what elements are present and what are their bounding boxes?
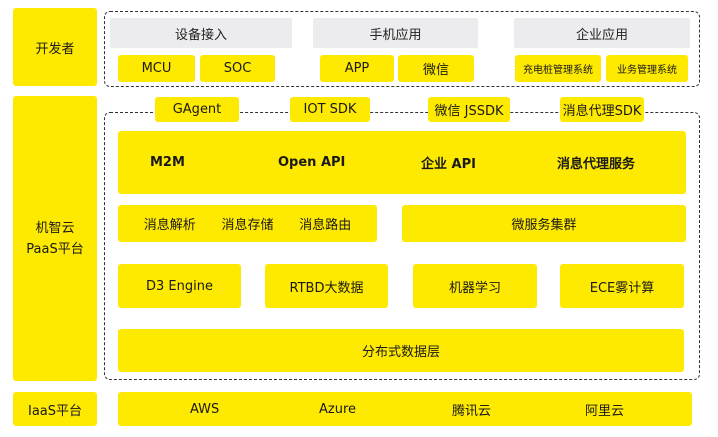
developer-layer-label: 开发者 — [13, 8, 97, 86]
machine-learning-text: 机器学习 — [448, 280, 501, 296]
paas-layer-label: 机智云 PaaS平台 — [13, 96, 97, 381]
charging-pile-system-text: 充电桩管理系统 — [523, 65, 593, 76]
iaas-clouds-bar: AWS Azure 腾讯云 阿里云 — [118, 392, 692, 426]
enterprise-app-header: 企业应用 — [514, 18, 690, 48]
d3-engine-text: D3 Engine — [146, 278, 213, 294]
ece-fog-computing-text: ECE雾计算 — [589, 280, 655, 296]
iaas-layer-text: IaaS平台 — [27, 403, 83, 419]
tencent-cloud-text: 腾讯云 — [452, 403, 492, 419]
message-proxy-sdk-chip: 消息代理SDK — [560, 97, 644, 122]
mobile-app-header: 手机应用 — [313, 18, 478, 48]
message-proxy-sdk-text: 消息代理SDK — [562, 104, 642, 119]
gagent-chip: GAgent — [155, 97, 239, 122]
business-management-system-box: 业务管理系统 — [606, 55, 688, 82]
distributed-data-layer-box: 分布式数据层 — [118, 329, 684, 372]
paas-container — [104, 112, 700, 380]
app-text: APP — [344, 61, 370, 76]
mcu-box: MCU — [118, 55, 195, 82]
message-functions-box: 消息解析 消息存储 消息路由 — [118, 205, 377, 242]
soc-text: SOC — [223, 61, 252, 76]
alibaba-cloud-text: 阿里云 — [585, 403, 625, 419]
message-route-text: 消息路由 — [299, 218, 352, 233]
mcu-text: MCU — [141, 61, 172, 76]
message-parse-text: 消息解析 — [143, 218, 196, 233]
open-api-text: Open API — [278, 155, 346, 170]
business-management-system-text: 业务管理系统 — [617, 65, 677, 76]
microservice-cluster-box: 微服务集群 — [402, 205, 686, 242]
enterprise-api-text: 企业 API — [421, 157, 476, 172]
machine-learning-box: 机器学习 — [413, 264, 537, 308]
enterprise-app-header-text: 企业应用 — [575, 27, 628, 43]
charging-pile-system-box: 充电桩管理系统 — [515, 55, 601, 82]
ece-fog-computing-box: ECE雾计算 — [560, 264, 684, 308]
developer-layer-text: 开发者 — [35, 41, 75, 57]
message-proxy-service-text: 消息代理服务 — [557, 157, 636, 172]
microservice-cluster-text: 微服务集群 — [511, 218, 577, 233]
paas-layer-line2: PaaS平台 — [26, 241, 84, 257]
device-access-header-text: 设备接入 — [174, 27, 227, 43]
paas-layer-line1: 机智云 — [35, 220, 75, 236]
rtbd-bigdata-box: RTBD大数据 — [265, 264, 388, 308]
gagent-text: GAgent — [172, 102, 222, 117]
device-access-header: 设备接入 — [110, 18, 292, 48]
m2m-text: M2M — [150, 155, 185, 170]
d3-engine-box: D3 Engine — [118, 264, 241, 308]
app-box: APP — [320, 55, 394, 82]
iot-sdk-chip: IOT SDK — [290, 97, 370, 122]
services-bar: M2M Open API 企业 API 消息代理服务 — [118, 131, 686, 194]
wechat-jssdk-text: 微信 JSSDK — [434, 104, 504, 119]
iaas-layer-label: IaaS平台 — [13, 392, 97, 426]
developer-container — [104, 11, 700, 87]
wechat-text: 微信 — [422, 63, 449, 78]
rtbd-bigdata-text: RTBD大数据 — [289, 280, 364, 296]
aws-text: AWS — [190, 401, 220, 417]
distributed-data-layer-text: 分布式数据层 — [361, 345, 440, 360]
iot-sdk-text: IOT SDK — [303, 102, 357, 117]
wechat-jssdk-chip: 微信 JSSDK — [428, 97, 510, 122]
message-store-text: 消息存储 — [221, 218, 274, 233]
wechat-box: 微信 — [398, 55, 474, 82]
azure-text: Azure — [319, 401, 357, 417]
mobile-app-header-text: 手机应用 — [369, 27, 422, 43]
soc-box: SOC — [200, 55, 275, 82]
